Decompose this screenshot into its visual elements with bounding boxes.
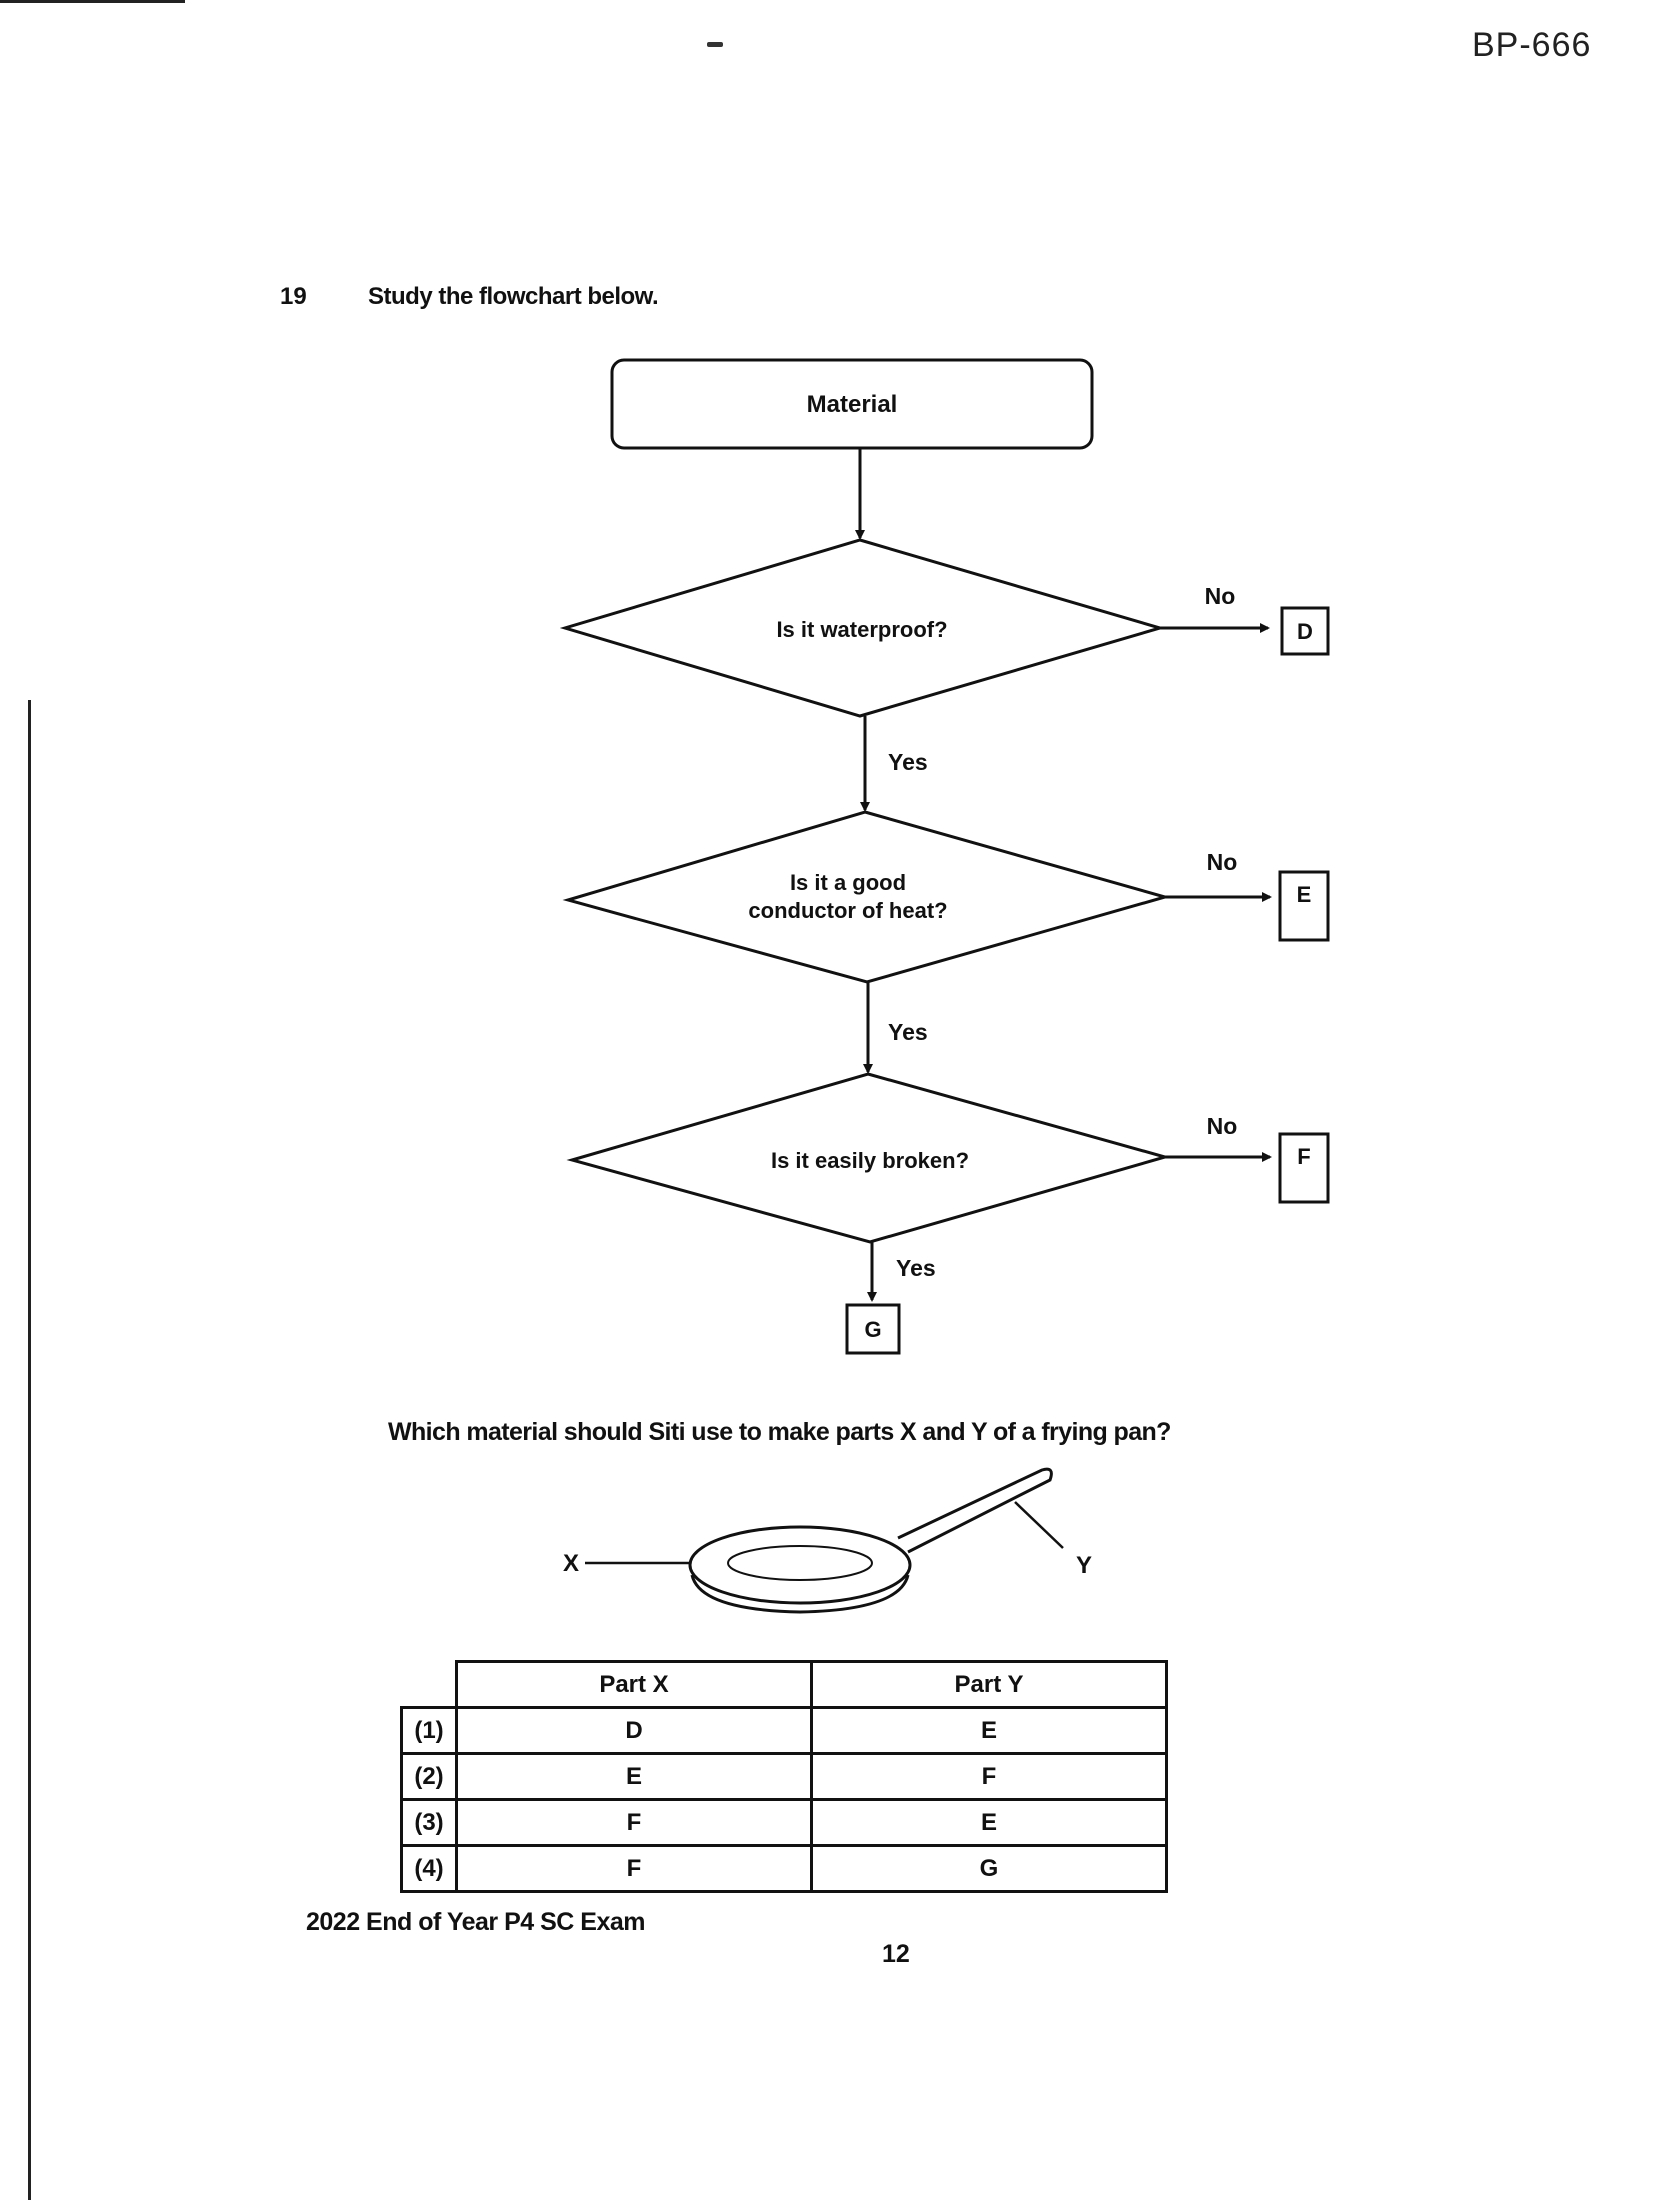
decision-1-no-label: No [1205, 583, 1236, 609]
outcome-d-label: D [1297, 619, 1313, 644]
option-index: (1) [400, 1706, 458, 1755]
outcome-d-box [1280, 606, 1330, 656]
decision-1-diamond [559, 538, 1166, 718]
option-part-x: E [455, 1752, 813, 1801]
dash-mark [707, 42, 723, 47]
option-row-3[interactable]: (3) F E [400, 1798, 1168, 1847]
exam-footer: 2022 End of Year P4 SC Exam [306, 1908, 646, 1936]
option-row-1[interactable]: (1) D E [400, 1706, 1168, 1755]
pan-inner [727, 1545, 873, 1581]
option-index: (3) [400, 1798, 458, 1847]
start-box [610, 358, 1094, 450]
option-row-4[interactable]: (4) F G [400, 1844, 1168, 1893]
decision-3-no-label: No [1207, 1113, 1238, 1139]
pointer-y-line [1014, 1501, 1064, 1549]
option-part-y: E [810, 1706, 1168, 1755]
option-row-2[interactable]: (2) E F [400, 1752, 1168, 1801]
options-header-row: Part X Part Y [401, 1660, 1168, 1709]
header-part-y: Part Y [810, 1660, 1168, 1709]
decision-3-yes-label: Yes [896, 1255, 936, 1281]
option-part-x: F [455, 1798, 813, 1847]
reference-code: BP-666 [1472, 26, 1592, 64]
question-prompt: Study the flowchart below. [368, 283, 659, 310]
options-header-blank [401, 1661, 458, 1709]
outcome-g-box [845, 1303, 901, 1355]
left-binding-edge [28, 700, 31, 2200]
option-part-y: E [810, 1798, 1168, 1847]
frying-pan-illustration [585, 1467, 1064, 1614]
option-index: (4) [400, 1844, 458, 1893]
decision-1-yes-label: Yes [888, 749, 928, 775]
decision-2-label-line-1: Is it a good [790, 870, 906, 895]
option-part-y: G [810, 1844, 1168, 1893]
pan-handle [897, 1467, 1053, 1554]
decision-2-diamond [562, 810, 1171, 984]
decision-2-yes-label: Yes [888, 1019, 928, 1045]
option-part-x: F [455, 1844, 813, 1893]
header-part-x: Part X [455, 1660, 813, 1709]
outcome-e-box [1278, 870, 1330, 942]
page-number: 12 [882, 1940, 910, 1968]
decision-3-label: Is it easily broken? [771, 1148, 969, 1173]
flowchart: Material Is it waterproof? No D Yes Is i… [559, 358, 1330, 1355]
outcome-g-label: G [864, 1317, 881, 1342]
question-ask: Which material should Siti use to make p… [388, 1418, 1171, 1446]
options-table: Part X Part Y (1) D E (2) E F (3) F E (4… [400, 1660, 1168, 1893]
outcome-f-box [1278, 1132, 1330, 1204]
label-x: X [563, 1550, 580, 1577]
pan-base [690, 1574, 910, 1614]
top-rule [0, 0, 185, 3]
option-part-x: D [455, 1706, 813, 1755]
outcome-f-label: F [1297, 1144, 1310, 1169]
outcome-e-label: E [1297, 882, 1312, 907]
question-number: 19 [280, 283, 307, 310]
start-label: Material [807, 391, 898, 418]
option-part-y: F [810, 1752, 1168, 1801]
label-y: Y [1076, 1552, 1093, 1579]
decision-2-no-label: No [1207, 849, 1238, 875]
option-index: (2) [400, 1752, 458, 1801]
decision-1-label: Is it waterproof? [776, 617, 947, 642]
decision-2-label-line-2: conductor of heat? [748, 898, 947, 923]
decision-3-diamond [566, 1072, 1171, 1244]
